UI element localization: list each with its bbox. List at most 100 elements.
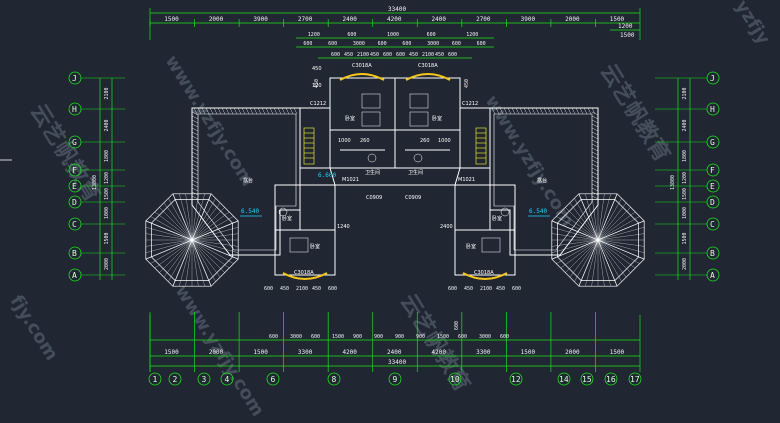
- bottom-dim-value: 2000: [565, 349, 580, 356]
- axis-bubble-left-label: C: [72, 220, 77, 229]
- terrace-left-label: 露台: [243, 177, 253, 184]
- watermark-site-top: www.yzfjy.com: [161, 52, 259, 191]
- octagon-hatch: [191, 202, 221, 241]
- octagon-rib: [145, 220, 193, 241]
- axis-bubble-right-label: H: [710, 105, 715, 114]
- axis-bubble: [604, 372, 618, 386]
- octagon-hatch: [597, 239, 645, 253]
- bottom-dim-value: 3300: [298, 349, 313, 356]
- axis-bubble-label: 14: [559, 375, 569, 384]
- hatch-line: [503, 107, 508, 115]
- axis-bubble-left-label: D: [72, 198, 77, 207]
- bottom-dim-value: 600: [458, 334, 467, 340]
- octagon-hatch: [191, 239, 225, 273]
- side-dim-right: 1800: [682, 150, 688, 162]
- axis-bubble: [388, 372, 402, 386]
- top-small-dim-value: 450: [314, 79, 320, 88]
- bottom-dim-value: 3000: [479, 334, 491, 340]
- hatch-line: [229, 107, 234, 115]
- hatch-line: [591, 119, 599, 124]
- octagon-hatch: [560, 211, 599, 241]
- bedroom-label-6: 卧室: [466, 243, 476, 250]
- octagon-hatch: [597, 239, 640, 264]
- hatch-line: [221, 107, 226, 115]
- hatch-line: [191, 155, 199, 160]
- hatch-line: [591, 127, 599, 132]
- side-dim-left: 2400: [104, 119, 110, 131]
- top-dim-value: 4200: [387, 16, 402, 23]
- side-dim-left: 2100: [104, 87, 110, 99]
- hatch-line: [191, 159, 199, 164]
- furniture: [278, 93, 510, 253]
- hatch-line: [591, 111, 599, 116]
- top-inner-dim-value: 600: [378, 41, 387, 47]
- hatch-line: [519, 107, 524, 115]
- dim-120-top: 120: [312, 83, 322, 89]
- door-m1021-right: M1021: [458, 177, 475, 183]
- top-small-dim-value: 450: [464, 79, 470, 88]
- hatch-line: [551, 107, 556, 115]
- bottom-dim-value: 3000: [290, 334, 302, 340]
- hatch-line: [191, 147, 199, 152]
- octagon-hatch: [597, 239, 631, 273]
- axis-bubble-left-label: E: [72, 182, 77, 191]
- octagon-hatch: [597, 227, 645, 241]
- octagon-hatch: [191, 239, 239, 253]
- hatch-line: [591, 179, 599, 184]
- octagon-hatch: [145, 239, 193, 253]
- dim-1240-left: 1240: [337, 224, 350, 230]
- hatch-line: [201, 107, 206, 115]
- octagon-hatch: [191, 239, 216, 282]
- bottom-window-dim-value: 600: [328, 286, 337, 292]
- octagon-hatch: [597, 239, 636, 269]
- wc-right-label: 卫生间: [408, 169, 423, 176]
- hatch-line: [547, 107, 552, 115]
- top-dim-value: 2000: [209, 16, 224, 23]
- axis-bubble: [628, 372, 642, 386]
- bottom-dimensions: [149, 315, 641, 372]
- window-top-left: C3018A: [352, 63, 372, 69]
- dim-260-left: 260: [360, 138, 370, 144]
- top-right-dim-value: 1200: [618, 23, 633, 30]
- side-total-left: 13800: [92, 175, 98, 190]
- hatch-line: [591, 183, 599, 188]
- hatch-line: [191, 179, 199, 184]
- hatch-line: [241, 107, 246, 115]
- top-inner-dim-value: 600: [303, 41, 312, 47]
- side-dim-right: 1500: [682, 232, 688, 244]
- hatch-line: [591, 115, 599, 120]
- axis-bubble-label: 17: [630, 375, 640, 384]
- hatch-line: [507, 107, 512, 115]
- top-dim-value: 2400: [432, 16, 447, 23]
- bedroom-label-2: 卧室: [432, 115, 442, 122]
- door-m1021-left: M1021: [342, 177, 359, 183]
- octagon-hatch: [585, 193, 599, 241]
- octagon-hatch: [597, 193, 611, 241]
- side-dim-right: 2100: [682, 87, 688, 99]
- hatch-line: [289, 107, 294, 115]
- top-mid-dim-value: 1000: [387, 32, 399, 38]
- hatch-line: [495, 107, 500, 115]
- hatch-line: [191, 123, 199, 128]
- axis-bubble: [168, 372, 182, 386]
- hatch-line: [535, 107, 540, 115]
- hatch-line: [209, 107, 214, 115]
- bottom-dim-value: 1500: [253, 349, 268, 356]
- octagon-hatch: [569, 202, 599, 241]
- building-walls: [191, 77, 599, 276]
- stair-right: [475, 127, 487, 165]
- elevation-right: 6.540: [529, 208, 547, 215]
- top-mid-dim-value: 600: [347, 32, 356, 38]
- octagon-hatch: [556, 216, 599, 241]
- octagon-hatch: [179, 193, 193, 241]
- hatch-line: [591, 195, 599, 200]
- octagon-hatch: [191, 198, 216, 241]
- bottom-total-dim: 33400: [388, 359, 406, 366]
- top-inner-dim-value: 3000: [427, 41, 439, 47]
- hatch-line: [191, 195, 199, 200]
- octagon-hatch: [185, 193, 193, 241]
- window-top-right: C3018A: [418, 63, 438, 69]
